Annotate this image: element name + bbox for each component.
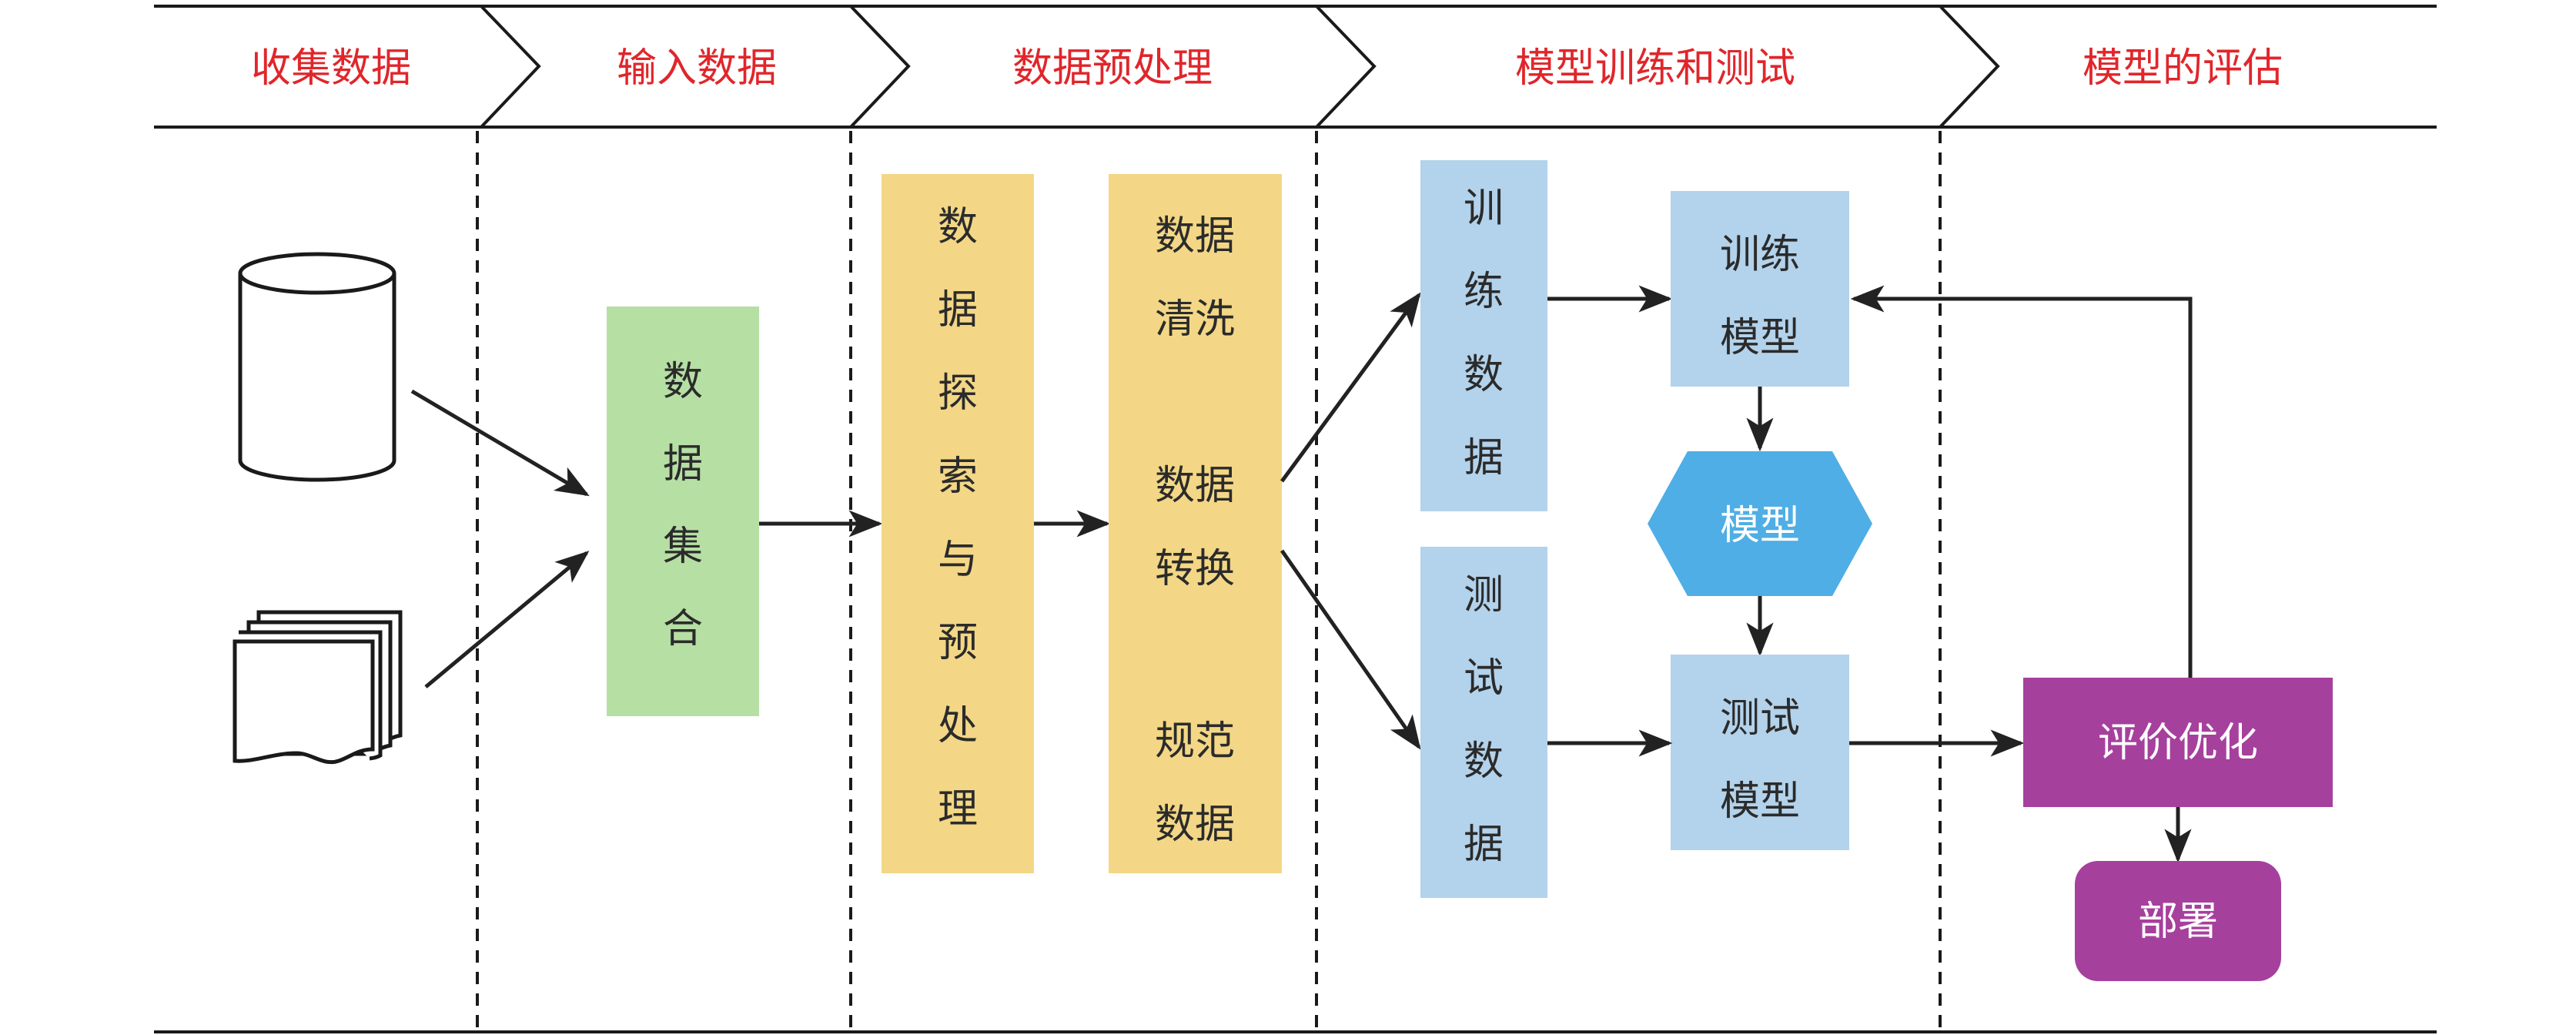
arrow-transform-to-test-data [1280,549,1421,750]
transform-data-line1: 数据 [1155,463,1235,509]
dataset-box [607,306,759,716]
test-data-char: 测 [1464,572,1504,618]
documents-icon [233,610,403,765]
explore-char: 理 [938,786,978,832]
clean-data-line2: 清洗 [1155,296,1235,343]
train-data-char: 训 [1464,186,1504,232]
database-icon [238,252,396,482]
arrow-documents-to-dataset [424,551,590,688]
test-data-char: 试 [1464,655,1504,702]
explore-char: 与 [938,537,978,583]
transform-data-line2: 转换 [1155,546,1235,592]
train-data-char: 练 [1464,269,1504,315]
dataset-char: 数 [663,359,703,405]
deploy-box [2075,861,2281,981]
dataset-char: 据 [663,441,703,487]
train-data-box [1420,160,1547,511]
deploy-label: 部署 [2138,899,2218,945]
explore-char: 处 [938,703,978,749]
explore-char: 索 [938,454,978,500]
explore-char: 据 [938,287,978,333]
phase-label-input: 输入数据 [617,45,777,92]
arrow-database-to-dataset [410,389,590,497]
explore-preprocess-box [882,174,1034,873]
evaluate-optimize-box [2023,678,2333,807]
test-data-char: 数 [1464,739,1504,785]
train-model-line2: 模型 [1720,315,1800,361]
train-data-char: 据 [1464,435,1504,481]
evaluate-optimize-label: 评价优化 [2098,720,2258,766]
model-label: 模型 [1720,503,1800,549]
dataset-char: 合 [663,606,703,652]
arrow-transform-to-train-data [1280,292,1421,483]
phase-header [154,5,2437,1033]
train-model-line1: 训练 [1720,232,1800,278]
train-model-box [1671,191,1849,387]
normalize-data-line2: 数据 [1155,802,1235,848]
test-model-line1: 测试 [1720,695,1800,742]
arrow-evaluate-feedback-to-train-model [1850,285,2193,678]
transform-box [1109,174,1282,873]
explore-char: 预 [938,620,978,666]
phase-label-evaluate: 模型的评估 [2083,45,2283,92]
dataset-char: 集 [663,524,703,570]
model-hexagon [1648,451,1872,596]
phase-label-train-test: 模型训练和测试 [1515,45,1795,92]
test-model-line2: 模型 [1720,779,1800,825]
explore-char: 探 [938,370,978,417]
explore-char: 数 [938,204,978,250]
clean-data-line1: 数据 [1155,213,1235,260]
normalize-data-line1: 规范 [1155,718,1235,765]
phase-label-preprocess: 数据预处理 [1012,45,1213,92]
test-data-box [1420,547,1547,898]
test-model-box [1671,655,1849,850]
test-data-char: 据 [1464,822,1504,868]
phase-label-collect: 收集数据 [251,45,411,92]
train-data-char: 数 [1464,352,1504,398]
